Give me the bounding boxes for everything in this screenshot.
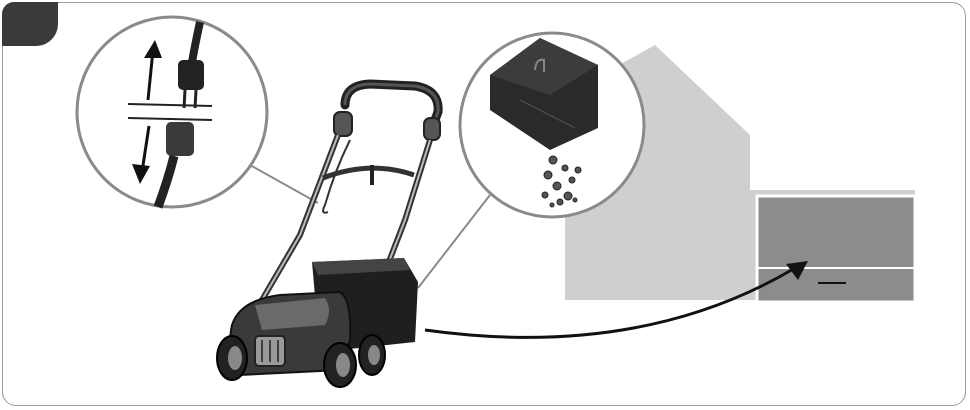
plug-disconnect-icon: [77, 17, 267, 207]
grass-catcher-bag-icon: [460, 33, 644, 217]
bag-leader-line: [418, 195, 490, 288]
compost-bin-icon: [757, 196, 915, 302]
plug-leader-line: [250, 165, 318, 203]
